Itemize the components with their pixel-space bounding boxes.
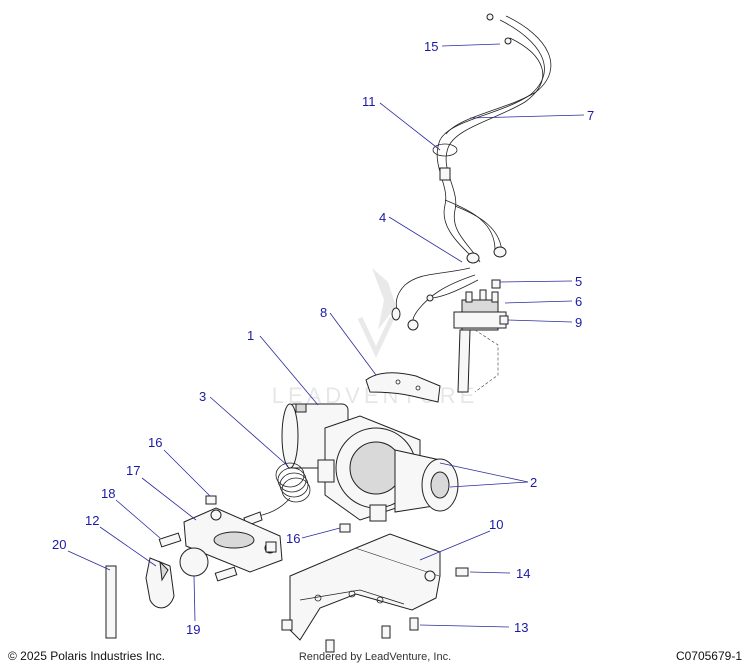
callout-labels: 15 11 7 4 5 6 9 8 1 3 2 16 17 18 10 12 1… <box>52 39 594 637</box>
callout-2: 2 <box>530 475 537 490</box>
callout-15: 15 <box>424 39 438 54</box>
callout-5: 5 <box>575 274 582 289</box>
bolt <box>409 617 419 631</box>
callout-4: 4 <box>379 210 386 225</box>
callout-1: 1 <box>247 328 254 343</box>
nut <box>339 523 351 533</box>
callout-7: 7 <box>587 108 594 123</box>
copyright-notice: © 2025 Polaris Industries Inc. <box>8 649 165 663</box>
nut <box>210 509 222 521</box>
winch <box>281 403 459 522</box>
callout-13: 13 <box>514 620 528 635</box>
contactor-terminal <box>491 279 501 289</box>
callout-11: 11 <box>362 94 376 109</box>
callout-14: 14 <box>516 566 530 581</box>
callout-19: 19 <box>186 622 200 637</box>
callout-12: 12 <box>85 513 99 528</box>
rendered-by-credit: Rendered by LeadVenture, Inc. <box>298 651 452 663</box>
wire-connector <box>493 246 507 258</box>
callout-18: 18 <box>101 486 115 501</box>
contactor-assembly <box>453 279 509 393</box>
callout-17: 17 <box>126 463 140 478</box>
mounting-bracket <box>365 372 441 403</box>
callout-9: 9 <box>575 315 582 330</box>
fasteners <box>205 495 469 653</box>
wire-end-terminal <box>486 13 494 21</box>
power-cables <box>391 267 479 331</box>
wire-harness <box>436 13 552 264</box>
callout-16b: 16 <box>286 531 300 546</box>
wire-rope <box>243 462 311 527</box>
callout-6: 6 <box>575 294 582 309</box>
callout-20: 20 <box>52 537 66 552</box>
callout-16a: 16 <box>148 435 162 450</box>
bolt <box>158 532 238 582</box>
callout-3: 3 <box>199 389 206 404</box>
cable-tie <box>432 143 458 181</box>
mounting-plate <box>289 533 441 641</box>
callout-8: 8 <box>320 305 327 320</box>
hook-stopper <box>179 547 209 577</box>
callout-10: 10 <box>489 517 503 532</box>
leader-lines <box>67 43 585 628</box>
diagram-code: C0705679-1 <box>675 649 742 663</box>
hook <box>145 557 175 609</box>
hook-strap <box>105 565 117 639</box>
